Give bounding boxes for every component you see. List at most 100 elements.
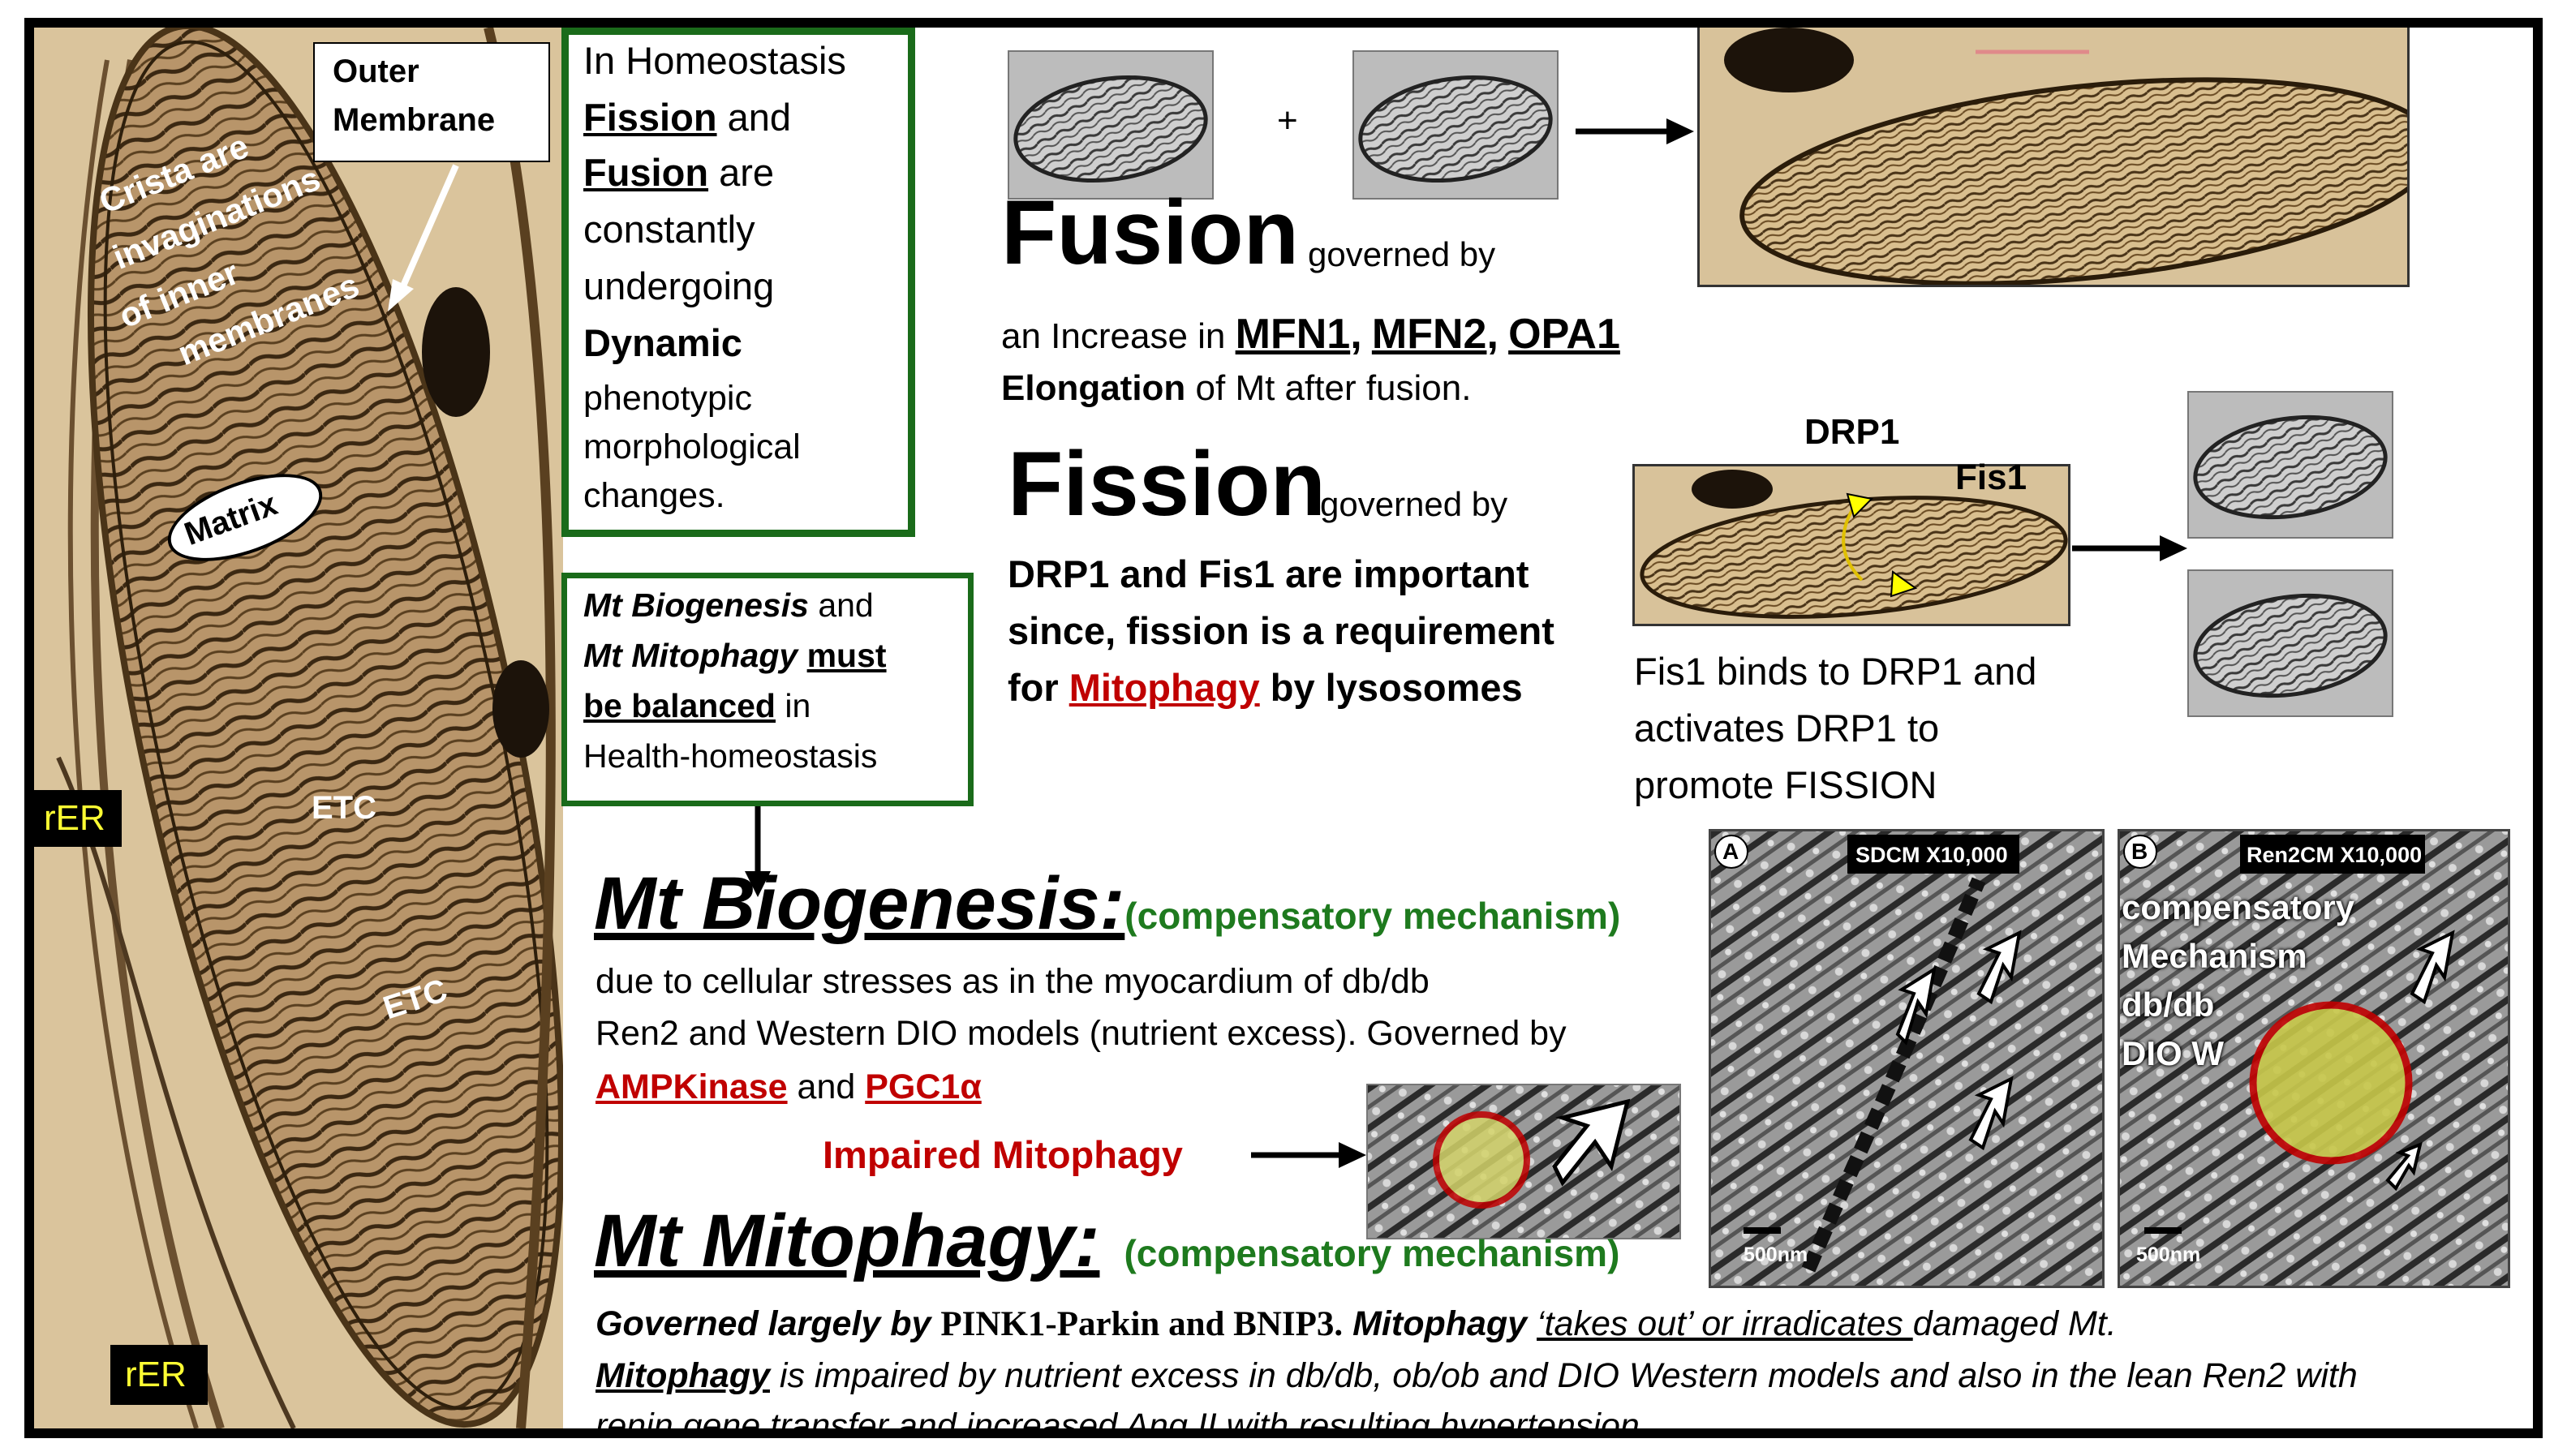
mitochondrion-micrograph bbox=[34, 28, 565, 1428]
are-word: are bbox=[708, 151, 775, 194]
fission-line3: for Mitophagy by lysosomes bbox=[1008, 665, 1523, 710]
panel-a-letter: A bbox=[1722, 839, 1739, 864]
fission-caption-line1: Fis1 binds to DRP1 and bbox=[1634, 650, 2037, 693]
homeostasis-dynamic: Dynamic bbox=[583, 321, 742, 364]
fission-caption-line3: promote FISSION bbox=[1634, 763, 1937, 806]
and-word: and bbox=[716, 96, 792, 139]
balance-line3: be balanced in bbox=[583, 687, 811, 725]
balance-down-arrow bbox=[745, 806, 771, 897]
homeostasis-line2: Fission and bbox=[583, 95, 791, 140]
impaired-mitophagy-micrograph bbox=[1366, 1084, 1681, 1239]
pink1-parkin: PINK1-Parkin and BNIP3. bbox=[940, 1305, 1344, 1343]
balance-in: in bbox=[775, 687, 811, 724]
outer-membrane-arrow bbox=[388, 164, 459, 311]
panel-b-scale: 500nm bbox=[2136, 1243, 2201, 1266]
mitophagy-title-line: Mt Mitophagy: (compensatory mechanism) bbox=[594, 1199, 1619, 1284]
panel-b-overlay-line2: Mechanism bbox=[2122, 937, 2307, 975]
fission-line1: DRP1 and Fis1 are important bbox=[1008, 552, 1529, 595]
homeostasis-line7: phenotypic bbox=[583, 379, 752, 418]
panel-b-label-box: Ren2CM X10,000 bbox=[2240, 835, 2425, 874]
fission-title: Fission bbox=[1008, 433, 1326, 535]
fission-daughter-micrograph-1 bbox=[2187, 391, 2393, 539]
mitophagy-word-2: Mitophagy bbox=[596, 1356, 770, 1395]
mt-mitophagy-word: Mt Mitophagy bbox=[583, 637, 798, 674]
impaired-mitophagy-arrow bbox=[1251, 1142, 1366, 1168]
ampkinase: AMPKinase bbox=[596, 1067, 788, 1106]
mfn1: MFN1 bbox=[1235, 311, 1351, 358]
mitophagy-line3: renin gene transfer and increased Ang II… bbox=[596, 1407, 1649, 1438]
must-word: must bbox=[806, 637, 887, 674]
be-balanced-word: be balanced bbox=[583, 687, 776, 724]
biogenesis-line2: Ren2 and Western DIO models (nutrient ex… bbox=[596, 1014, 1567, 1053]
panel-b-label: Ren2CM X10,000 bbox=[2247, 843, 2423, 867]
fission-daughter-micrograph-2 bbox=[2187, 569, 2393, 717]
biogenesis-title: Mt Biogenesis: bbox=[594, 862, 1125, 945]
mitophagy-word-1: Mitophagy bbox=[1343, 1304, 1537, 1343]
outer-membrane-label: Outer Membrane bbox=[313, 42, 550, 162]
balance-line2: Mt Mitophagy must bbox=[583, 637, 887, 675]
rer-text-2: rER bbox=[125, 1355, 187, 1394]
impaired-mitophagy-label: Impaired Mitophagy bbox=[823, 1133, 1183, 1176]
mitophagy-title: Mt Mitophagy: bbox=[594, 1200, 1100, 1282]
slide: Outer Membrane Crista are invaginations … bbox=[24, 18, 2543, 1438]
homeostasis-line1: In Homeostasis bbox=[583, 39, 846, 82]
micrograph-panel-a: A SDCM X10,000 500nm bbox=[1709, 829, 2105, 1288]
panel-b-scale-bar bbox=[2144, 1227, 2182, 1234]
biogenesis-line3: AMPKinase and PGC1α bbox=[596, 1067, 982, 1107]
biogenesis-and: and bbox=[787, 1067, 866, 1106]
rer-text-1: rER bbox=[44, 798, 105, 838]
balance-line4: Health-homeostasis bbox=[583, 737, 878, 775]
fission-word: Fission bbox=[583, 96, 717, 139]
fission-for: for bbox=[1008, 666, 1069, 709]
fusion-plus: + bbox=[1277, 101, 1298, 140]
homeostasis-line9: changes. bbox=[583, 476, 725, 515]
fusion-micrograph-1 bbox=[1008, 50, 1214, 200]
biogenesis-line1: due to cellular stresses as in the myoca… bbox=[596, 962, 1430, 1001]
homeostasis-line5: undergoing bbox=[583, 264, 775, 307]
fission-line2: since, fission is a requirement bbox=[1008, 609, 1554, 652]
fission-mitophagy-word: Mitophagy bbox=[1069, 666, 1260, 709]
takes-out: ‘takes out’ or irradicates bbox=[1537, 1304, 1913, 1343]
elongation-word: Elongation bbox=[1001, 368, 1186, 408]
fusion-arrow bbox=[1576, 118, 1694, 144]
fused-mitochondrion-micrograph bbox=[1697, 28, 2410, 287]
balance-and: and bbox=[808, 586, 874, 624]
biogenesis-title-line: Mt Biogenesis:(compensatory mechanism) bbox=[594, 861, 1620, 947]
pgc1a: PGC1α bbox=[865, 1067, 982, 1106]
panel-a-label: SDCM X10,000 bbox=[1855, 843, 2008, 867]
panel-b-overlay-line4: DIO W bbox=[2122, 1034, 2224, 1072]
elongation-line: Elongation of Mt after fusion. bbox=[1001, 368, 1471, 409]
rer-label-2: rER bbox=[110, 1345, 208, 1405]
mitophagy-paren: (compensatory mechanism) bbox=[1124, 1232, 1620, 1274]
fusion-increase-line: an Increase in MFN1, MFN2, OPA1 bbox=[1001, 310, 1620, 359]
panel-b-overlay-line1: compensatory bbox=[2122, 888, 2355, 926]
balance-box: Mt Biogenesis and Mt Mitophagy must be b… bbox=[561, 573, 974, 806]
opa1: OPA1 bbox=[1508, 311, 1620, 358]
fusion-word: Fusion bbox=[583, 151, 709, 194]
panel-b-letter-badge: B bbox=[2123, 835, 2157, 869]
fission-arrow bbox=[2072, 535, 2187, 561]
panel-a-label-box: SDCM X10,000 bbox=[1847, 835, 2019, 874]
fission-by-lysosomes: by lysosomes bbox=[1259, 666, 1523, 709]
fis1-label: Fis1 bbox=[1955, 457, 2027, 497]
fission-governed-by: governed by bbox=[1320, 485, 1508, 523]
rer-label-1: rER bbox=[34, 790, 122, 847]
fusion-micrograph-2 bbox=[1352, 50, 1559, 200]
panel-a-letter-badge: A bbox=[1714, 835, 1748, 869]
outer-membrane-line1: Outer bbox=[333, 54, 419, 89]
elongation-rest: of Mt after fusion. bbox=[1185, 368, 1472, 408]
comma-2: , bbox=[1486, 311, 1498, 358]
comma-1: , bbox=[1350, 311, 1362, 358]
mitophagy-line2-rest: is impaired by nutrient excess in db/db,… bbox=[769, 1356, 2358, 1395]
homeostasis-line3: Fusion are bbox=[583, 150, 774, 195]
mitophagy-line1: Governed largely by PINK1-Parkin and BNI… bbox=[596, 1304, 2117, 1344]
damaged-mt: damaged Mt. bbox=[1912, 1304, 2117, 1343]
drp1-label: DRP1 bbox=[1804, 412, 1900, 452]
biogenesis-paren: (compensatory mechanism) bbox=[1124, 895, 1621, 937]
micrograph-panel-b: B Ren2CM X10,000 compensatory Mechanism … bbox=[2118, 829, 2510, 1288]
fission-micrograph bbox=[1632, 464, 2070, 626]
panel-b-letter: B bbox=[2131, 839, 2148, 864]
fusion-title: Fusion bbox=[1001, 182, 1300, 283]
homeostasis-box: In Homeostasis Fission and Fusion are co… bbox=[561, 28, 915, 537]
governed-largely: Governed largely by bbox=[596, 1304, 941, 1343]
